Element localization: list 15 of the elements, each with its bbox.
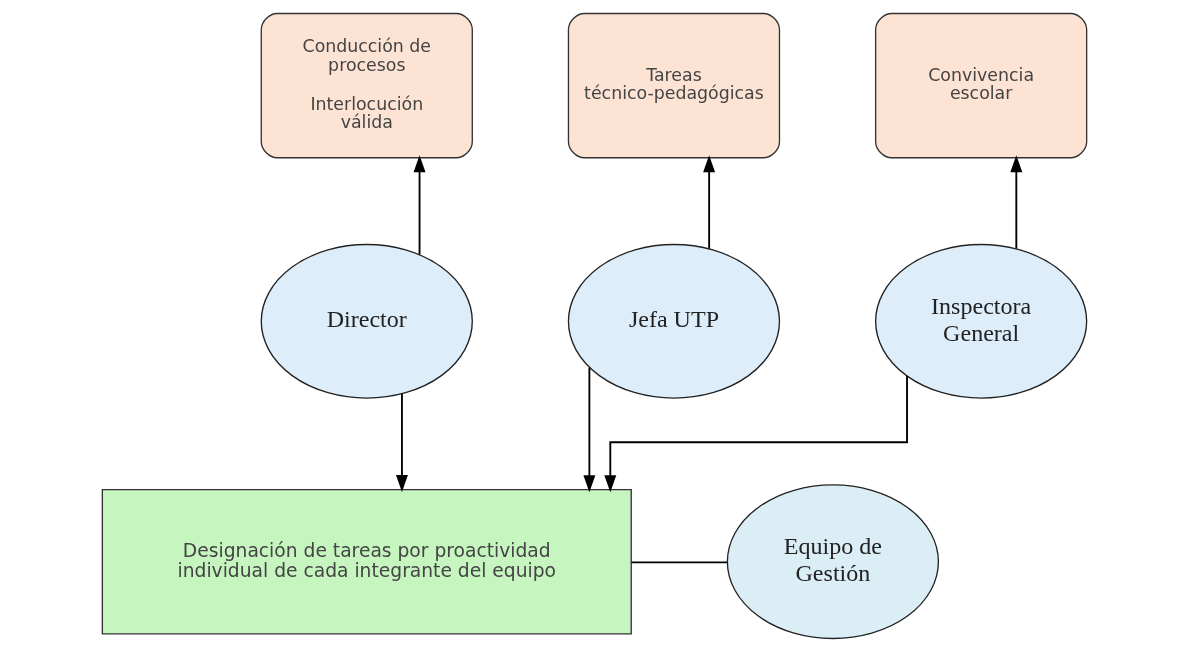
arrow xyxy=(604,375,908,493)
node-ellipse: Director xyxy=(260,243,473,399)
arrow xyxy=(1010,155,1023,250)
node-box: Designación de tareas por proactividad individual de cada integrante del equipo xyxy=(101,488,632,635)
arrow xyxy=(395,393,408,492)
node-box: Conducción de procesos Interlocución válida xyxy=(260,12,473,159)
node-box: Tareas técnico-pedagógicas xyxy=(567,12,781,159)
arrow xyxy=(583,366,596,493)
connector xyxy=(630,561,729,564)
node-ellipse: Equipo de Gestión xyxy=(726,484,940,640)
node-ellipse: Inspectora General xyxy=(874,243,1088,399)
node-box: Convivencia escolar xyxy=(874,12,1088,159)
arrow xyxy=(703,155,716,250)
arrow xyxy=(413,155,426,256)
node-ellipse: Jefa UTP xyxy=(567,243,781,399)
